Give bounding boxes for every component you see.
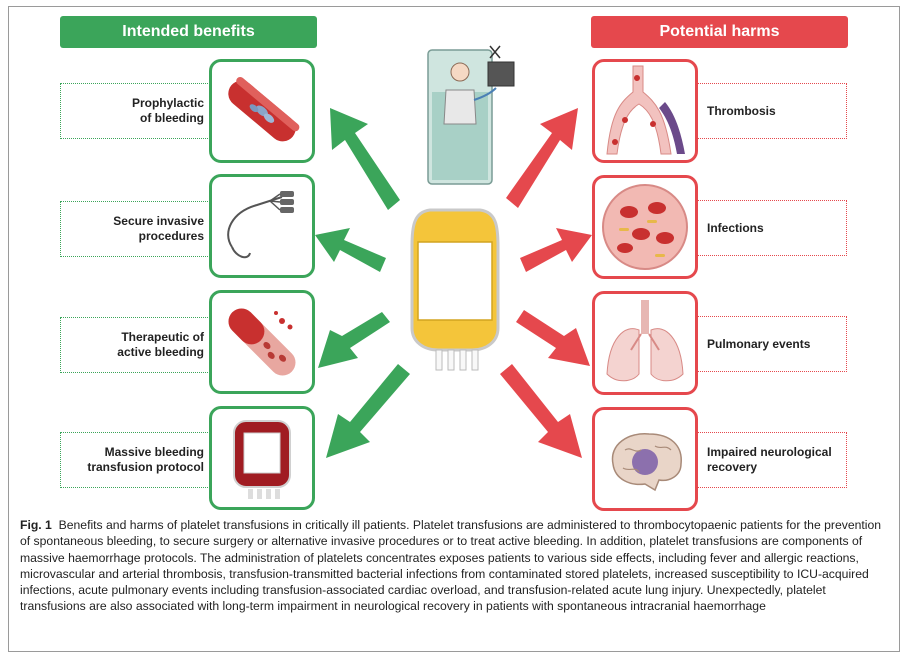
infected-blood-icon [592,175,698,279]
harm-label-thrombosis: Thrombosis [695,83,847,139]
brain-icon [592,407,698,511]
potential-harms-header: Potential harms [591,16,848,48]
lungs-icon [592,291,698,395]
blood-bag-icon [209,406,315,510]
figure-label: Fig. 1 [20,518,52,532]
harm-label-pulmonary: Pulmonary events [695,316,847,372]
caption-text: Benefits and harms of platelet transfusi… [20,518,882,614]
intended-benefits-header: Intended benefits [60,16,317,48]
bleeding-vessel-icon [209,290,315,394]
figure-frame [8,6,900,652]
thrombosis-vessel-icon [592,59,698,163]
blood-vessel-icon [209,59,315,163]
harm-label-infections: Infections [695,200,847,256]
figure-caption: Fig. 1 Benefits and harms of platelet tr… [20,517,888,615]
catheter-icon [209,174,315,278]
